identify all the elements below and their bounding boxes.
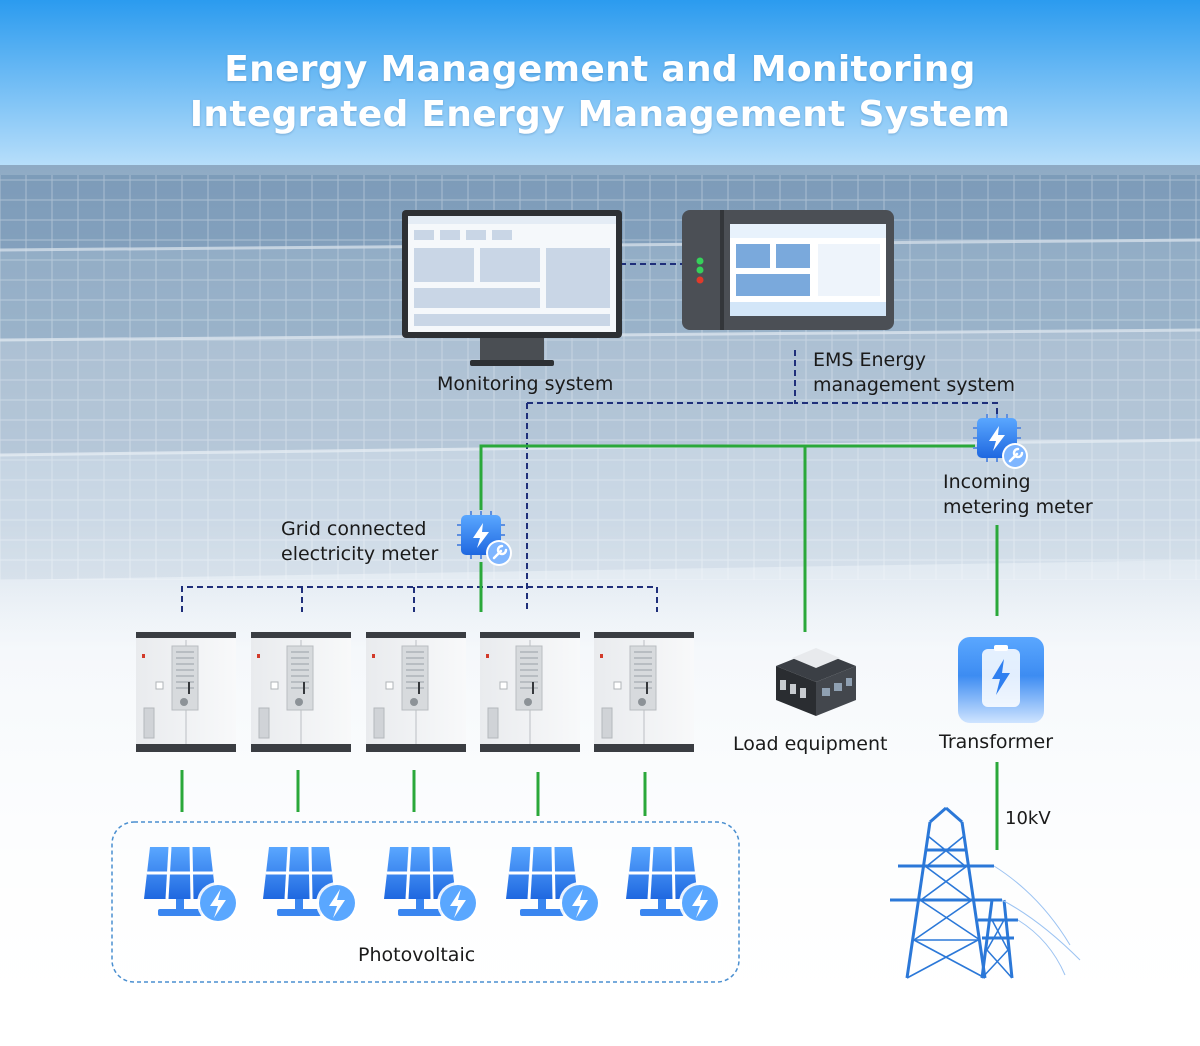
- label-grid-line1: Grid connected: [281, 518, 427, 540]
- bottom-fade: [0, 520, 1200, 1046]
- label-ems-line2: management system: [813, 374, 1016, 396]
- sky-background: [0, 0, 1200, 175]
- label-grid-line2: electricity meter: [281, 543, 439, 565]
- power-lines: [180, 444, 999, 850]
- storage-cabinet: [593, 631, 695, 753]
- label-photovoltaic: Photovoltaic: [358, 944, 476, 966]
- label-incoming-line1: Incoming: [943, 471, 1031, 493]
- storage-cabinets: [135, 631, 695, 753]
- power-tower-icon: [890, 806, 1081, 979]
- load-equipment-icon: [776, 648, 856, 716]
- storage-cabinet: [365, 631, 467, 753]
- label-transformer: Transformer: [939, 731, 1054, 753]
- label-ems-line1: EMS Energy: [813, 349, 927, 371]
- communication-lines: [181, 263, 998, 612]
- label-incoming-line2: metering meter: [943, 496, 1093, 518]
- storage-cabinet: [135, 631, 237, 753]
- photovoltaic-group-border: [111, 821, 740, 983]
- storage-cabinet: [250, 631, 352, 753]
- storage-cabinet: [479, 631, 581, 753]
- ems-panel-device: [682, 210, 894, 330]
- label-voltage: 10kV: [1005, 808, 1051, 829]
- label-monitoring-system: Monitoring system: [437, 373, 614, 395]
- page-title: Energy Management and Monitoring: [224, 49, 976, 90]
- page-subtitle: Integrated Energy Management System: [189, 94, 1011, 135]
- transformer-icon: [958, 637, 1044, 723]
- monitoring-system-monitor: [402, 210, 622, 366]
- label-load-equipment: Load equipment: [733, 733, 888, 755]
